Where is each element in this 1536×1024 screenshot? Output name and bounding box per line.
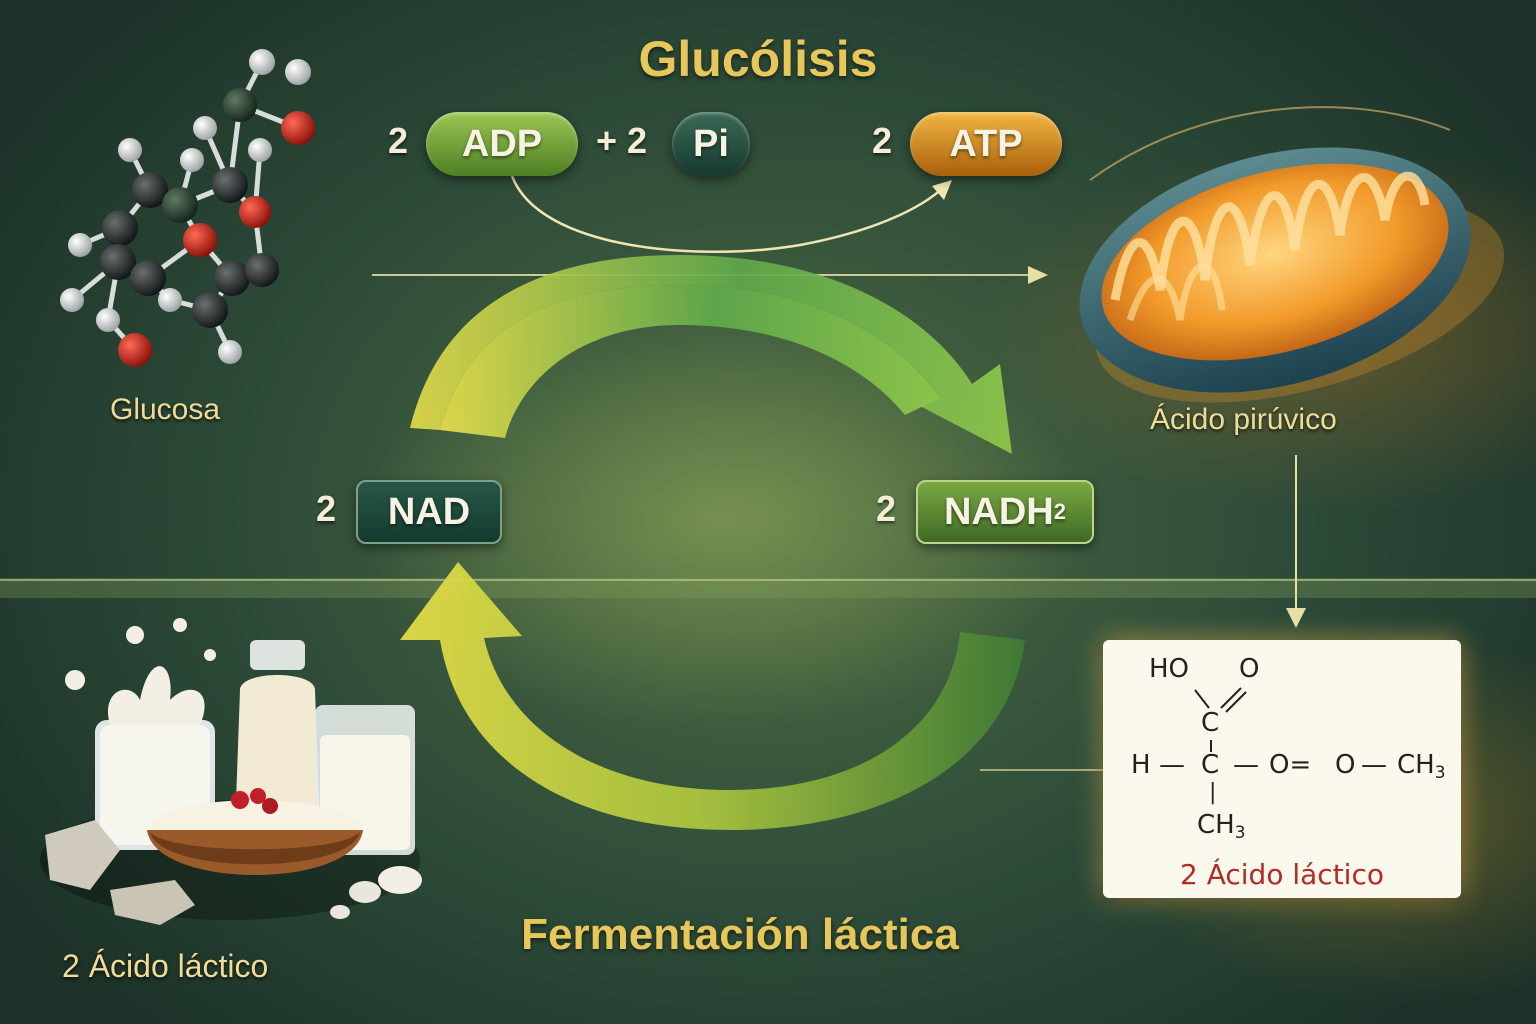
formula-c-top: C — [1201, 708, 1220, 738]
nadh-text: NADH — [943, 490, 1054, 533]
nad-to-nadh-arrow-body — [440, 285, 940, 438]
formula-ch3-bottom-sub: 3 — [1234, 823, 1246, 843]
adp-to-atp-arrow — [510, 175, 946, 254]
pi-coefficient: + 2 — [596, 120, 648, 161]
formula-ch3-right: CH3 — [1397, 750, 1446, 783]
atp-coefficient: 2 — [872, 120, 893, 161]
formula-c-mid: C — [1201, 750, 1220, 780]
formula-o-top: O — [1239, 654, 1260, 684]
formula-ho: HO — [1149, 654, 1190, 684]
nadh-coefficient: 2 — [876, 488, 897, 529]
nad-to-nadh-arrow — [410, 255, 1012, 454]
formula-dash-2: — — [1233, 750, 1259, 780]
formula-h: H — [1131, 750, 1151, 780]
lactic-acid-label: 2 Ácido láctico — [62, 948, 269, 984]
formula-card-label: 2 Ácido láctico — [1180, 858, 1384, 891]
nadh-subscript: 2 — [1053, 499, 1067, 524]
page-title: Glucólisis — [638, 31, 878, 87]
mitochondrion-icon — [1079, 106, 1505, 403]
nad-box: NAD — [356, 480, 502, 544]
dairy-products-icon — [40, 618, 422, 925]
adp-to-atp-arrowhead — [932, 180, 952, 200]
pyruvic-acid-label: Ácido pirúvico — [1150, 403, 1337, 436]
formula-ch3-bottom-text: CH — [1197, 810, 1235, 840]
lactic-acid-formula-card: HO O C H — C — O= O — CH3 | CH3 2 Ácido … — [1103, 640, 1461, 898]
glucose-label: Glucosa — [110, 393, 221, 426]
pi-pill: Pi — [672, 112, 750, 176]
formula-dash-3: — — [1361, 750, 1387, 780]
glucose-to-pyruvic-arrowhead — [1028, 266, 1048, 284]
pyruvic-to-lactic-arrowhead — [1286, 608, 1306, 628]
formula-ch3-right-sub: 3 — [1434, 763, 1446, 783]
nadh-to-nad-arrow — [400, 562, 1025, 830]
section-divider — [0, 578, 1536, 598]
nad-coefficient: 2 — [316, 488, 337, 529]
glucose-molecule-icon — [60, 49, 315, 367]
formula-o-2: O — [1335, 750, 1356, 780]
formula-o-eq: O= — [1269, 750, 1312, 780]
adp-pill: ADP — [426, 112, 578, 176]
atp-pill: ATP — [910, 112, 1062, 176]
adp-coefficient: 2 — [388, 120, 409, 161]
formula-ch3-right-text: CH — [1397, 750, 1435, 780]
formula-bar: | — [1209, 780, 1217, 805]
formula-bonds — [1194, 687, 1247, 752]
page-subtitle: Fermentación láctica — [521, 910, 959, 959]
formula-dash-1: — — [1159, 750, 1185, 780]
formula-ch3-bottom: CH3 — [1197, 810, 1246, 843]
